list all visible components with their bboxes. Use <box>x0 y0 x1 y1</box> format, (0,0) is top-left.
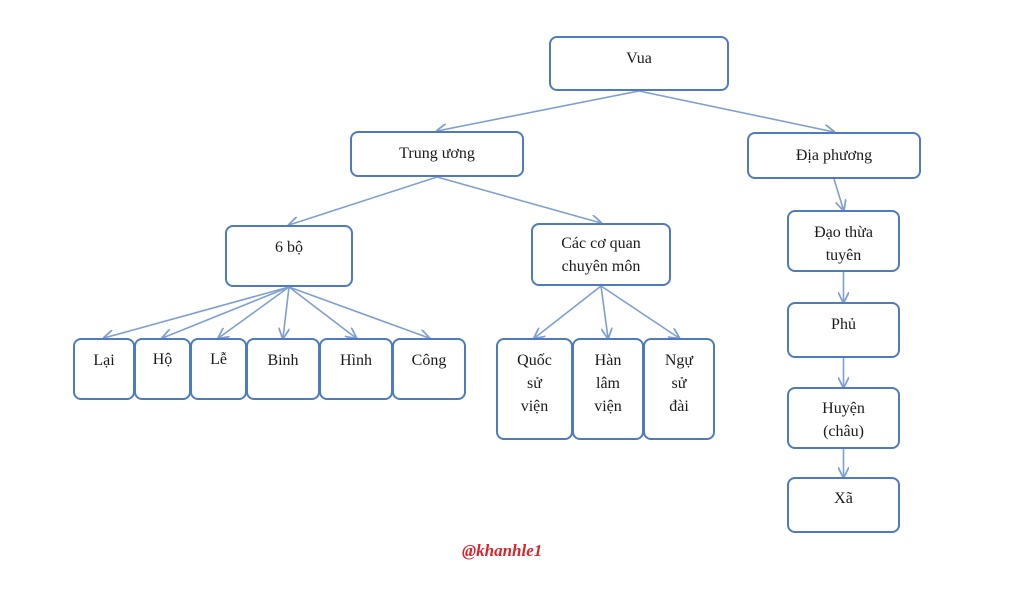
edge-co_quan_chuyen_mon-to-quoc_su_vien <box>535 285 602 338</box>
edge-sau_bo-to-hinh <box>288 286 356 338</box>
node-label-line: chuyên môn <box>561 258 641 275</box>
node-label-line: đài <box>669 398 689 415</box>
node-dia-phuong: Địa phương <box>747 132 921 179</box>
node-label-line: Binh <box>267 352 299 369</box>
node-label-line: Huyện <box>822 400 865 417</box>
edge-vua-to-dia_phuong <box>638 90 834 132</box>
edge-vua-to-trung_uong <box>437 90 640 131</box>
node-label-line: Lễ <box>210 351 227 368</box>
node-label-line: Lại <box>93 352 115 369</box>
node-label-line: sử <box>527 375 542 392</box>
node-trung-uong: Trung ương <box>350 131 524 177</box>
node-cong: Công <box>392 338 466 400</box>
edge-sau_bo-to-ho <box>163 286 290 338</box>
node-label-line: viện <box>594 398 622 415</box>
node-label-line: sử <box>671 375 687 392</box>
node-label-line: tuyên <box>825 247 862 264</box>
node-6-bo: 6 bộ <box>225 225 353 287</box>
node-ngu-su-dai: Ngự sử đài <box>643 338 715 440</box>
node-label-line: Hộ <box>152 351 173 368</box>
edge-trung_uong-to-sau_bo <box>289 176 438 225</box>
node-label-line: Địa phương <box>795 147 873 164</box>
watermark: @khanhle1 <box>462 541 543 560</box>
edge-sau_bo-to-le <box>219 286 290 338</box>
node-ho: Hộ <box>134 338 191 400</box>
node-label-line: Vua <box>626 50 652 67</box>
node-label-line: lâm <box>596 375 620 392</box>
node-label-line: viện <box>520 398 549 415</box>
node-cac-co-quan-chuyen-mon: Các cơ quan chuyên môn <box>531 223 671 286</box>
node-label-line: Xã <box>834 490 853 507</box>
node-xa: Xã <box>787 477 900 533</box>
node-binh: Binh <box>246 338 320 400</box>
node-label-line: Quốc <box>517 352 552 369</box>
node-label-line: Hình <box>340 352 372 369</box>
node-label-line: (châu) <box>823 423 864 440</box>
node-quoc-su-vien: Quốc sử viện <box>496 338 573 440</box>
node-hinh: Hình <box>319 338 393 400</box>
node-label-line: 6 bộ <box>275 239 303 256</box>
edge-co_quan_chuyen_mon-to-ngu_su_dai <box>600 285 679 338</box>
node-le: Lễ <box>190 338 247 400</box>
edge-dia_phuong-to-dao_thua_tuyen <box>833 178 844 210</box>
node-phu: Phủ <box>787 302 900 358</box>
node-label-line: Hàn <box>594 352 622 369</box>
node-label-line: Phủ <box>831 316 856 333</box>
edge-sau_bo-to-cong <box>288 286 429 338</box>
node-label-line: Các cơ quan <box>561 235 641 252</box>
edge-sau_bo-to-lai <box>104 286 290 338</box>
node-huyen-chau: Huyện (châu) <box>787 387 900 449</box>
node-dao-thua-tuyen: Đạo thừa tuyên <box>787 210 900 272</box>
node-label-line: Đạo thừa <box>814 224 873 241</box>
edge-trung_uong-to-co_quan_chuyen_mon <box>436 176 601 223</box>
node-label-line: Ngự <box>664 352 694 369</box>
node-han-lam-vien: Hàn lâm viện <box>572 338 644 440</box>
node-label-line: Trung ương <box>399 145 475 162</box>
node-label-line: Công <box>411 352 447 369</box>
node-vua: Vua <box>549 36 729 91</box>
edge-co_quan_chuyen_mon-to-han_lam_vien <box>600 285 608 338</box>
edge-sau_bo-to-binh <box>283 286 290 338</box>
node-lai: Lại <box>73 338 135 400</box>
